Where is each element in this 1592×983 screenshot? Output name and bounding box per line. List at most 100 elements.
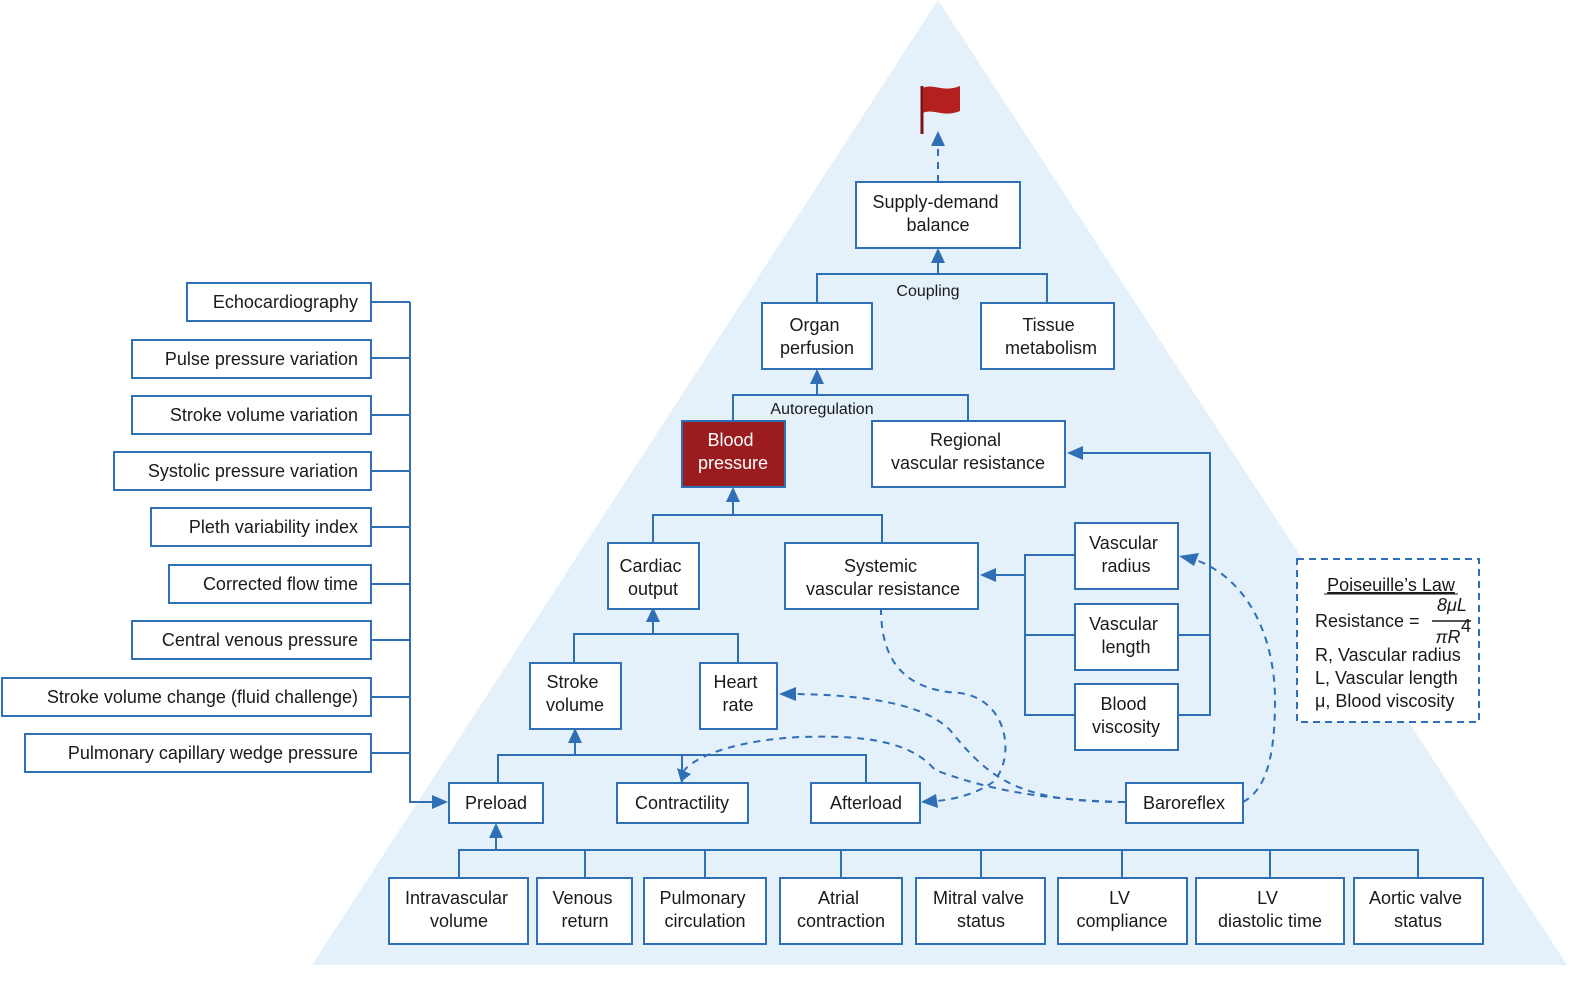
blood-viscosity-node: Blood viscosity xyxy=(1074,683,1179,751)
coupling-link xyxy=(816,262,1048,302)
preload-inputs-link xyxy=(458,837,1419,877)
node-line: radius xyxy=(1101,556,1150,576)
node-line: status xyxy=(1394,911,1442,931)
monitor-stroke-volume-variation: Stroke volume variation xyxy=(170,405,358,425)
node-line: Pulmonary xyxy=(659,888,745,908)
autoregulation-label: Autoregulation xyxy=(770,401,873,418)
regional-vascular-resistance-node: Regional vascular resistance xyxy=(871,420,1066,488)
bp-inputs-link xyxy=(652,501,883,542)
svr-to-afterload xyxy=(880,607,1007,802)
node-line: Contractility xyxy=(635,793,729,813)
intravascular-volume-node: Intravascular volume xyxy=(388,877,529,945)
node-line: compliance xyxy=(1076,911,1167,931)
vascular-radius-node: Vascular radius xyxy=(1074,522,1179,590)
node-line: output xyxy=(628,579,678,599)
formula-exponent: 4 xyxy=(1461,616,1471,636)
contractility-node: Contractility xyxy=(616,782,749,824)
svg-text:Pulmonary circulation: Pulmonary circulation xyxy=(659,888,750,931)
node-line: Atrial xyxy=(818,888,859,908)
node-line: balance xyxy=(906,215,969,235)
node-line: Intravascular xyxy=(405,888,508,908)
cardiac-output-node: Cardiac output xyxy=(607,542,700,610)
node-line: diastolic time xyxy=(1218,911,1322,931)
resistance-label: Resistance = xyxy=(1315,611,1420,631)
svg-text:Venous return: Venous return xyxy=(552,888,617,931)
monitor-pulse-pressure-variation: Pulse pressure variation xyxy=(165,349,358,369)
node-line: Regional xyxy=(930,430,1001,450)
svg-text:Organ perfusion: Organ perfusion xyxy=(780,315,854,358)
node-line: Vascular xyxy=(1089,614,1158,634)
node-line: LV xyxy=(1109,888,1130,908)
node-line: circulation xyxy=(664,911,745,931)
baroreflex-to-heart-rate xyxy=(795,693,1126,803)
baroreflex-node: Baroreflex xyxy=(1125,782,1244,824)
node-line: Baroreflex xyxy=(1143,793,1225,813)
node-line: Organ xyxy=(789,315,839,335)
node-line: pressure xyxy=(698,453,768,473)
node-line: Stroke xyxy=(546,672,598,692)
lv-compliance-node: LV compliance xyxy=(1057,877,1188,945)
baroreflex-to-vascular-radius xyxy=(1195,559,1277,803)
node-line: length xyxy=(1101,637,1150,657)
svg-text:Aortic valve status: Aortic valve status xyxy=(1369,888,1467,931)
legend-length: L, Vascular length xyxy=(1315,668,1458,688)
monitor-corrected-flow-time: Corrected flow time xyxy=(203,574,358,594)
svg-text:Atrial contraction: Atrial contraction xyxy=(797,888,885,931)
node-line: Supply-demand xyxy=(872,192,998,212)
svg-text:Vascular radius: Vascular radius xyxy=(1089,533,1163,576)
svg-text:Intravascular volume: Intravascular volume xyxy=(405,888,513,931)
aortic-valve-status-node: Aortic valve status xyxy=(1353,877,1484,945)
svr-inputs-link xyxy=(996,554,1075,716)
organ-perfusion-node: Organ perfusion xyxy=(761,302,873,370)
preload-node: Preload xyxy=(448,782,544,824)
tissue-metabolism-node: Tissue metabolism xyxy=(980,302,1115,370)
node-line: Afterload xyxy=(830,793,902,813)
atrial-contraction-node: Atrial contraction xyxy=(779,877,903,945)
node-line: metabolism xyxy=(1005,338,1097,358)
stroke-volume-node: Stroke volume xyxy=(529,662,622,730)
node-line: Vascular xyxy=(1089,533,1158,553)
node-line: Tissue xyxy=(1022,315,1074,335)
coupling-label: Coupling xyxy=(896,283,959,300)
monitor-pcwp: Pulmonary capillary wedge pressure xyxy=(68,743,358,763)
mitral-valve-status-node: Mitral valve status xyxy=(915,877,1046,945)
formula-denominator: πR xyxy=(1435,627,1460,647)
node-line: Blood xyxy=(1100,694,1146,714)
node-line: volume xyxy=(546,695,604,715)
monitor-stroke-volume-change: Stroke volume change (fluid challenge) xyxy=(47,687,358,707)
node-line: Mitral valve xyxy=(933,888,1024,908)
svg-text:Regional vascular resi: Regional vascular resistance xyxy=(891,430,1045,473)
flag-icon xyxy=(920,86,960,134)
monitor-systolic-pressure-variation: Systolic pressure variation xyxy=(148,461,358,481)
blood-pressure-node: Blood pressure xyxy=(681,420,786,488)
svg-text:Mitral valve status: Mitral valve status xyxy=(933,888,1029,931)
connectors xyxy=(371,131,1419,877)
node-line: LV xyxy=(1257,888,1278,908)
node-line: return xyxy=(561,911,608,931)
monitoring-link xyxy=(371,301,432,803)
node-line: Cardiac xyxy=(619,556,681,576)
node-line: volume xyxy=(430,911,488,931)
node-line: vascular resistance xyxy=(891,453,1045,473)
node-line: Preload xyxy=(465,793,527,813)
svg-text:Cardiac output: Cardiac output xyxy=(619,556,686,599)
vascular-length-node: Vascular length xyxy=(1074,603,1179,671)
node-line: perfusion xyxy=(780,338,854,358)
svg-text:Vascular length: Vascular length xyxy=(1089,614,1163,657)
node-line: Heart xyxy=(713,672,757,692)
svg-text:LV diastolic time: LV diastolic time xyxy=(1218,888,1322,931)
monitor-central-venous-pressure: Central venous pressure xyxy=(162,630,358,650)
pulmonary-circulation-node: Pulmonary circulation xyxy=(643,877,767,945)
monitor-echocardiography: Echocardiography xyxy=(213,292,358,312)
baroreflex-to-contractility xyxy=(682,735,1126,803)
poiseuille-law-box: Poiseuille’s Law Resistance = 8μL πR 4 R… xyxy=(1296,558,1480,723)
svg-text:LV compliance: LV compliance xyxy=(1076,888,1167,931)
heart-rate-node: Heart rate xyxy=(699,662,778,730)
svg-text:Blood pressure: Blood pressure xyxy=(698,430,768,473)
node-line: contraction xyxy=(797,911,885,931)
node-line: rate xyxy=(722,695,753,715)
afterload-node: Afterload xyxy=(810,782,921,824)
lv-diastolic-time-node: LV diastolic time xyxy=(1195,877,1345,945)
